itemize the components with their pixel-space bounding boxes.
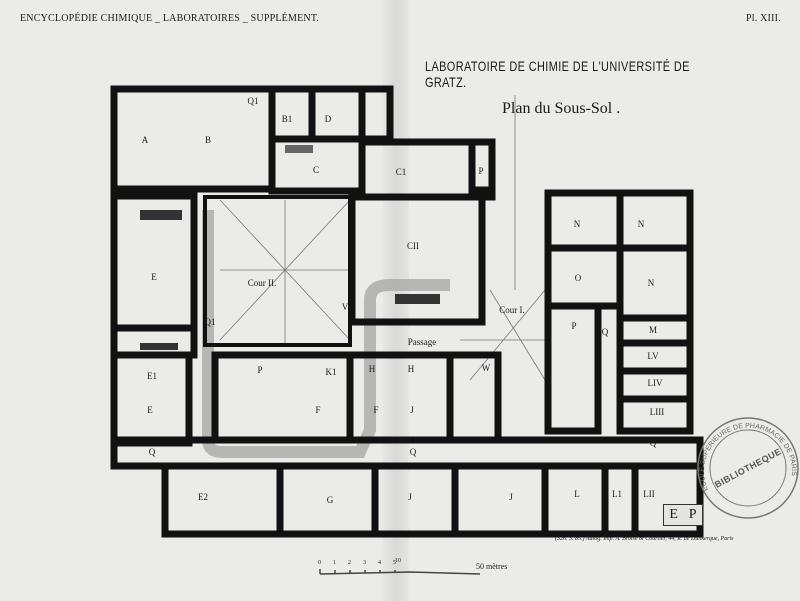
room-label: D	[324, 114, 332, 124]
room-label: B1	[281, 114, 293, 124]
fixtures	[140, 145, 440, 350]
room-label: N	[637, 219, 645, 229]
room-label: E2	[198, 492, 208, 502]
room-label: J	[408, 492, 412, 502]
room-label: L	[574, 489, 580, 499]
room-label: B	[204, 135, 212, 145]
room-label: O	[574, 273, 582, 283]
scale-tick-10: 10	[395, 558, 401, 564]
plan-subtitle: Plan du Sous-Sol .	[502, 100, 621, 117]
room-label: LIII	[649, 407, 665, 417]
room-label: E	[151, 272, 157, 282]
room-label: Q1	[204, 317, 216, 327]
room-label: G	[326, 495, 334, 505]
room-label: K1	[325, 367, 337, 377]
plan-title: LABORATOIRE DE CHIMIE DE L'UNIVERSITÉ DE…	[425, 58, 690, 90]
room-label: Q1	[247, 96, 259, 106]
room-label: F	[373, 405, 379, 415]
scale-tick: 5	[393, 560, 396, 566]
room-label: Cour II.	[247, 278, 277, 288]
room-label: V	[341, 302, 349, 312]
room-label: J	[410, 405, 414, 415]
plate-number: Pl. XIII.	[746, 13, 781, 24]
room-label: L1	[612, 489, 622, 499]
room-label: H	[368, 364, 376, 374]
room-label: E1	[147, 371, 157, 381]
logo-left: E	[669, 507, 678, 522]
publisher-logo: E P	[663, 504, 703, 526]
library-stamp	[697, 417, 799, 519]
room-label: N	[573, 219, 581, 229]
room-label: Cour I.	[499, 305, 525, 315]
room-label: P	[257, 365, 263, 375]
room-label: LIV	[647, 378, 663, 388]
room-label: J	[509, 492, 513, 502]
courtyard-lines	[219, 95, 546, 381]
room-label: E	[147, 405, 153, 415]
room-label: Q	[649, 438, 657, 448]
room-label: Q	[601, 327, 609, 337]
scale-tick: 3	[363, 560, 366, 566]
room-label: LV	[647, 351, 659, 361]
room-label: W	[481, 363, 491, 373]
room-label: P	[478, 166, 484, 176]
scale-tick: 2	[348, 560, 351, 566]
room-label: C1	[395, 167, 407, 177]
scale-bar	[319, 569, 481, 575]
room-label: LII	[643, 489, 655, 499]
room-label: CII	[407, 241, 419, 251]
scale-tick: 4	[378, 560, 381, 566]
scale-tick: 0	[318, 560, 321, 566]
series-header: ENCYCLOPÉDIE CHIMIQUE _ LABORATOIRES _ S…	[20, 13, 320, 24]
room-label: A	[141, 135, 149, 145]
scale-unit-label: 50 mètres	[476, 562, 508, 571]
printer-imprint: (326. 3. 85.) Autog. Imp. A. Broise & Co…	[555, 536, 734, 542]
room-label: M	[648, 325, 658, 335]
room-label: Q	[148, 447, 156, 457]
scale-tick: 1	[333, 560, 336, 566]
room-label: Q	[409, 447, 417, 457]
walls	[110, 85, 704, 538]
room-label: N	[647, 278, 655, 288]
room-label: F	[315, 405, 321, 415]
room-label: H	[407, 364, 415, 374]
room-label: P	[571, 321, 577, 331]
room-label: C	[312, 165, 320, 175]
logo-right: P	[688, 507, 697, 522]
room-label: Passage	[407, 337, 437, 347]
